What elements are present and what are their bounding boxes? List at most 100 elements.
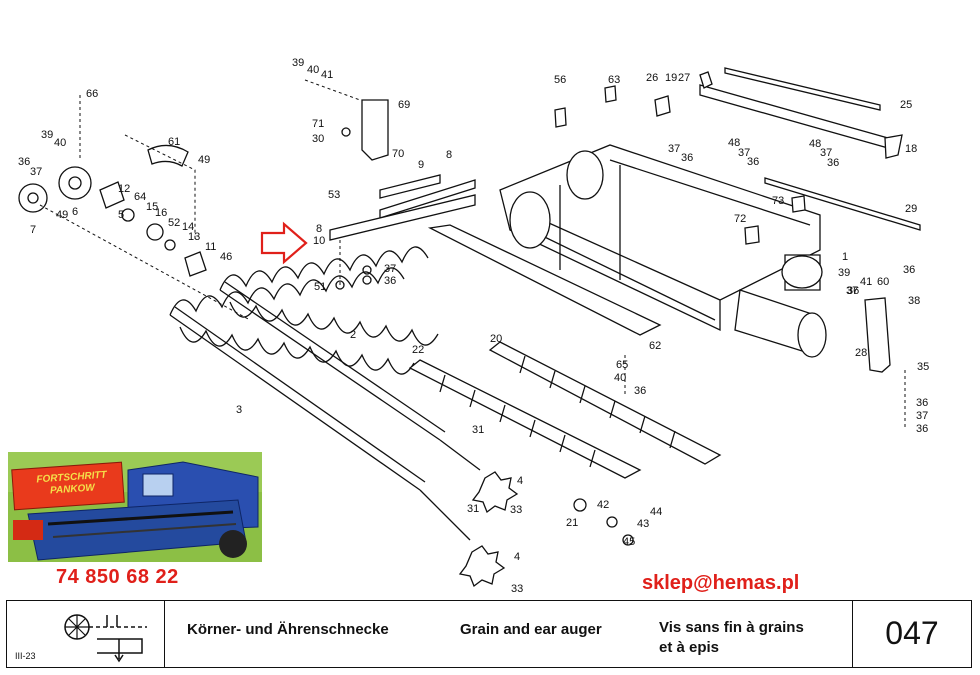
callout: 33 [510,504,522,516]
callout: 7 [30,224,36,236]
callout: 11 [205,241,216,253]
callout: 70 [392,148,404,160]
callout: 8 [446,149,452,161]
callout: 20 [490,333,502,345]
callout: 48 [728,137,740,149]
callout: 5 [118,209,124,221]
callout: 26 [646,72,658,84]
callout: 31 [467,503,479,515]
callout: 37 [30,166,42,178]
callout: 51 [314,281,326,293]
callout: 37 [738,147,750,159]
callout: 15 [146,201,158,213]
callout: 71 [312,118,324,130]
callout: 41 [860,276,872,288]
callout: 69 [398,99,410,111]
callout: 1 [842,251,848,263]
callout: 49 [56,209,68,221]
callout: 16 [155,207,167,219]
callout: 40 [614,372,626,384]
title-block: III-23 Körner- und Ährenschnecke Grain a… [6,600,972,668]
page-number-cell: 047 [853,601,971,667]
callout: 36 [18,156,30,168]
callout: 4 [514,551,520,563]
symbol-cell: III-23 [7,601,165,667]
callout: 35 [917,361,929,373]
callout: 65 [616,359,628,371]
callout: 43 [637,518,649,530]
callout: 37 [384,263,396,275]
hardware-right [554,71,806,245]
callout: 22 [412,344,424,356]
callout: 52 [168,217,180,229]
callout: 36 [384,275,396,287]
callout: 40 [307,64,319,76]
page-number: 047 [885,615,939,651]
title-german: Körner- und Ährenschnecke [187,621,389,638]
sheet-code: III-23 [15,651,36,661]
callout: 36 [681,152,693,164]
callout: 60 [877,276,889,288]
top-rails [699,67,921,231]
title-cell: Körner- und Ährenschnecke Grain and ear … [165,601,853,667]
callout: 61 [168,136,180,148]
bracket-group [304,79,476,290]
callout: 27 [678,72,690,84]
callout: 73 [772,195,784,207]
callout: 36 [634,385,646,397]
callout: 28 [855,347,867,359]
callout: 64 [134,191,146,203]
callout: 36 [916,423,928,435]
callout: 44 [650,506,662,518]
callout: 36 [747,156,759,168]
callout: 8 [316,223,322,235]
callout: 39 [838,267,850,279]
star-hub [458,545,506,588]
callout: 14 [182,221,194,233]
title-english: Grain and ear auger [460,621,602,638]
trough-housing [499,144,827,358]
flat-strip [427,224,662,336]
ear-auger [169,267,471,541]
exploded-parts-diagram: 1 2 3 4 4 5 6 7 8 8 9 10 11 12 13 14 15 … [18,57,929,595]
callout: 42 [597,499,609,511]
callout: 56 [554,74,566,86]
callout-labels: 1 2 3 4 4 5 6 7 8 8 9 10 11 12 13 14 15 … [18,57,929,595]
callout: 72 [734,213,746,225]
callout: 9 [418,159,424,171]
finger-bars [408,341,722,546]
callout: 37 [846,285,858,297]
callout: 6 [72,206,78,218]
callout: 38 [908,295,920,307]
callout: 63 [608,74,620,86]
callout: 36 [903,264,915,276]
combine-illustration [8,452,262,562]
pointer-arrow-icon [260,221,308,265]
callout: 36 [847,285,859,297]
callout: 37 [668,143,680,155]
callout: 21 [566,517,578,529]
star-hub [471,471,519,514]
callout: 19 [665,72,677,84]
callout: 37 [820,147,832,159]
auger-symbol-icon [64,614,147,663]
phone-number[interactable]: 74 850 68 22 [56,566,179,588]
callout: 18 [905,143,917,155]
callout: 10 [313,235,325,247]
grain-auger [219,246,481,471]
callout: 4 [517,475,523,487]
callout: 30 [312,133,324,145]
callout: 49 [198,154,210,166]
email-address[interactable]: sklep@hemas.pl [642,572,800,594]
callout: 36 [916,397,928,409]
callout: 29 [905,203,917,215]
callout: 40 [54,137,66,149]
callout: 53 [328,189,340,201]
combine-photo: FORTSCHRITT PANKOW [8,452,262,562]
title-french-line2: et à epis [659,639,720,656]
callout: 33 [511,583,523,595]
callout: 12 [118,183,130,195]
callout: 62 [649,340,661,352]
callout: 36 [827,157,839,169]
callout: 46 [220,251,232,263]
